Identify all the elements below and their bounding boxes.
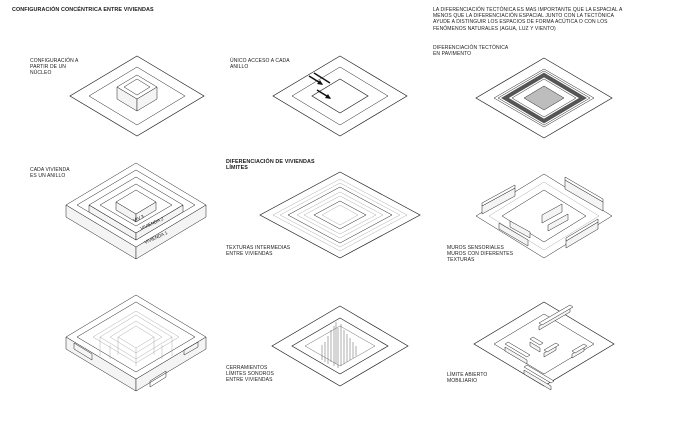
diagram-acceso: [273, 56, 407, 136]
diagram-sonoros: [272, 306, 408, 386]
diagram-nucleo: [70, 56, 204, 136]
diagram-cerramientos: [66, 295, 206, 391]
diagram-texturas: [260, 172, 420, 258]
diagram-mobiliario: [474, 302, 614, 390]
diagram-anillo: VIV 3 VIVIENDA 2 VIVIENDA 1: [66, 163, 206, 259]
diagram-muros: [476, 174, 612, 258]
diagram-pavimento: [476, 58, 612, 138]
